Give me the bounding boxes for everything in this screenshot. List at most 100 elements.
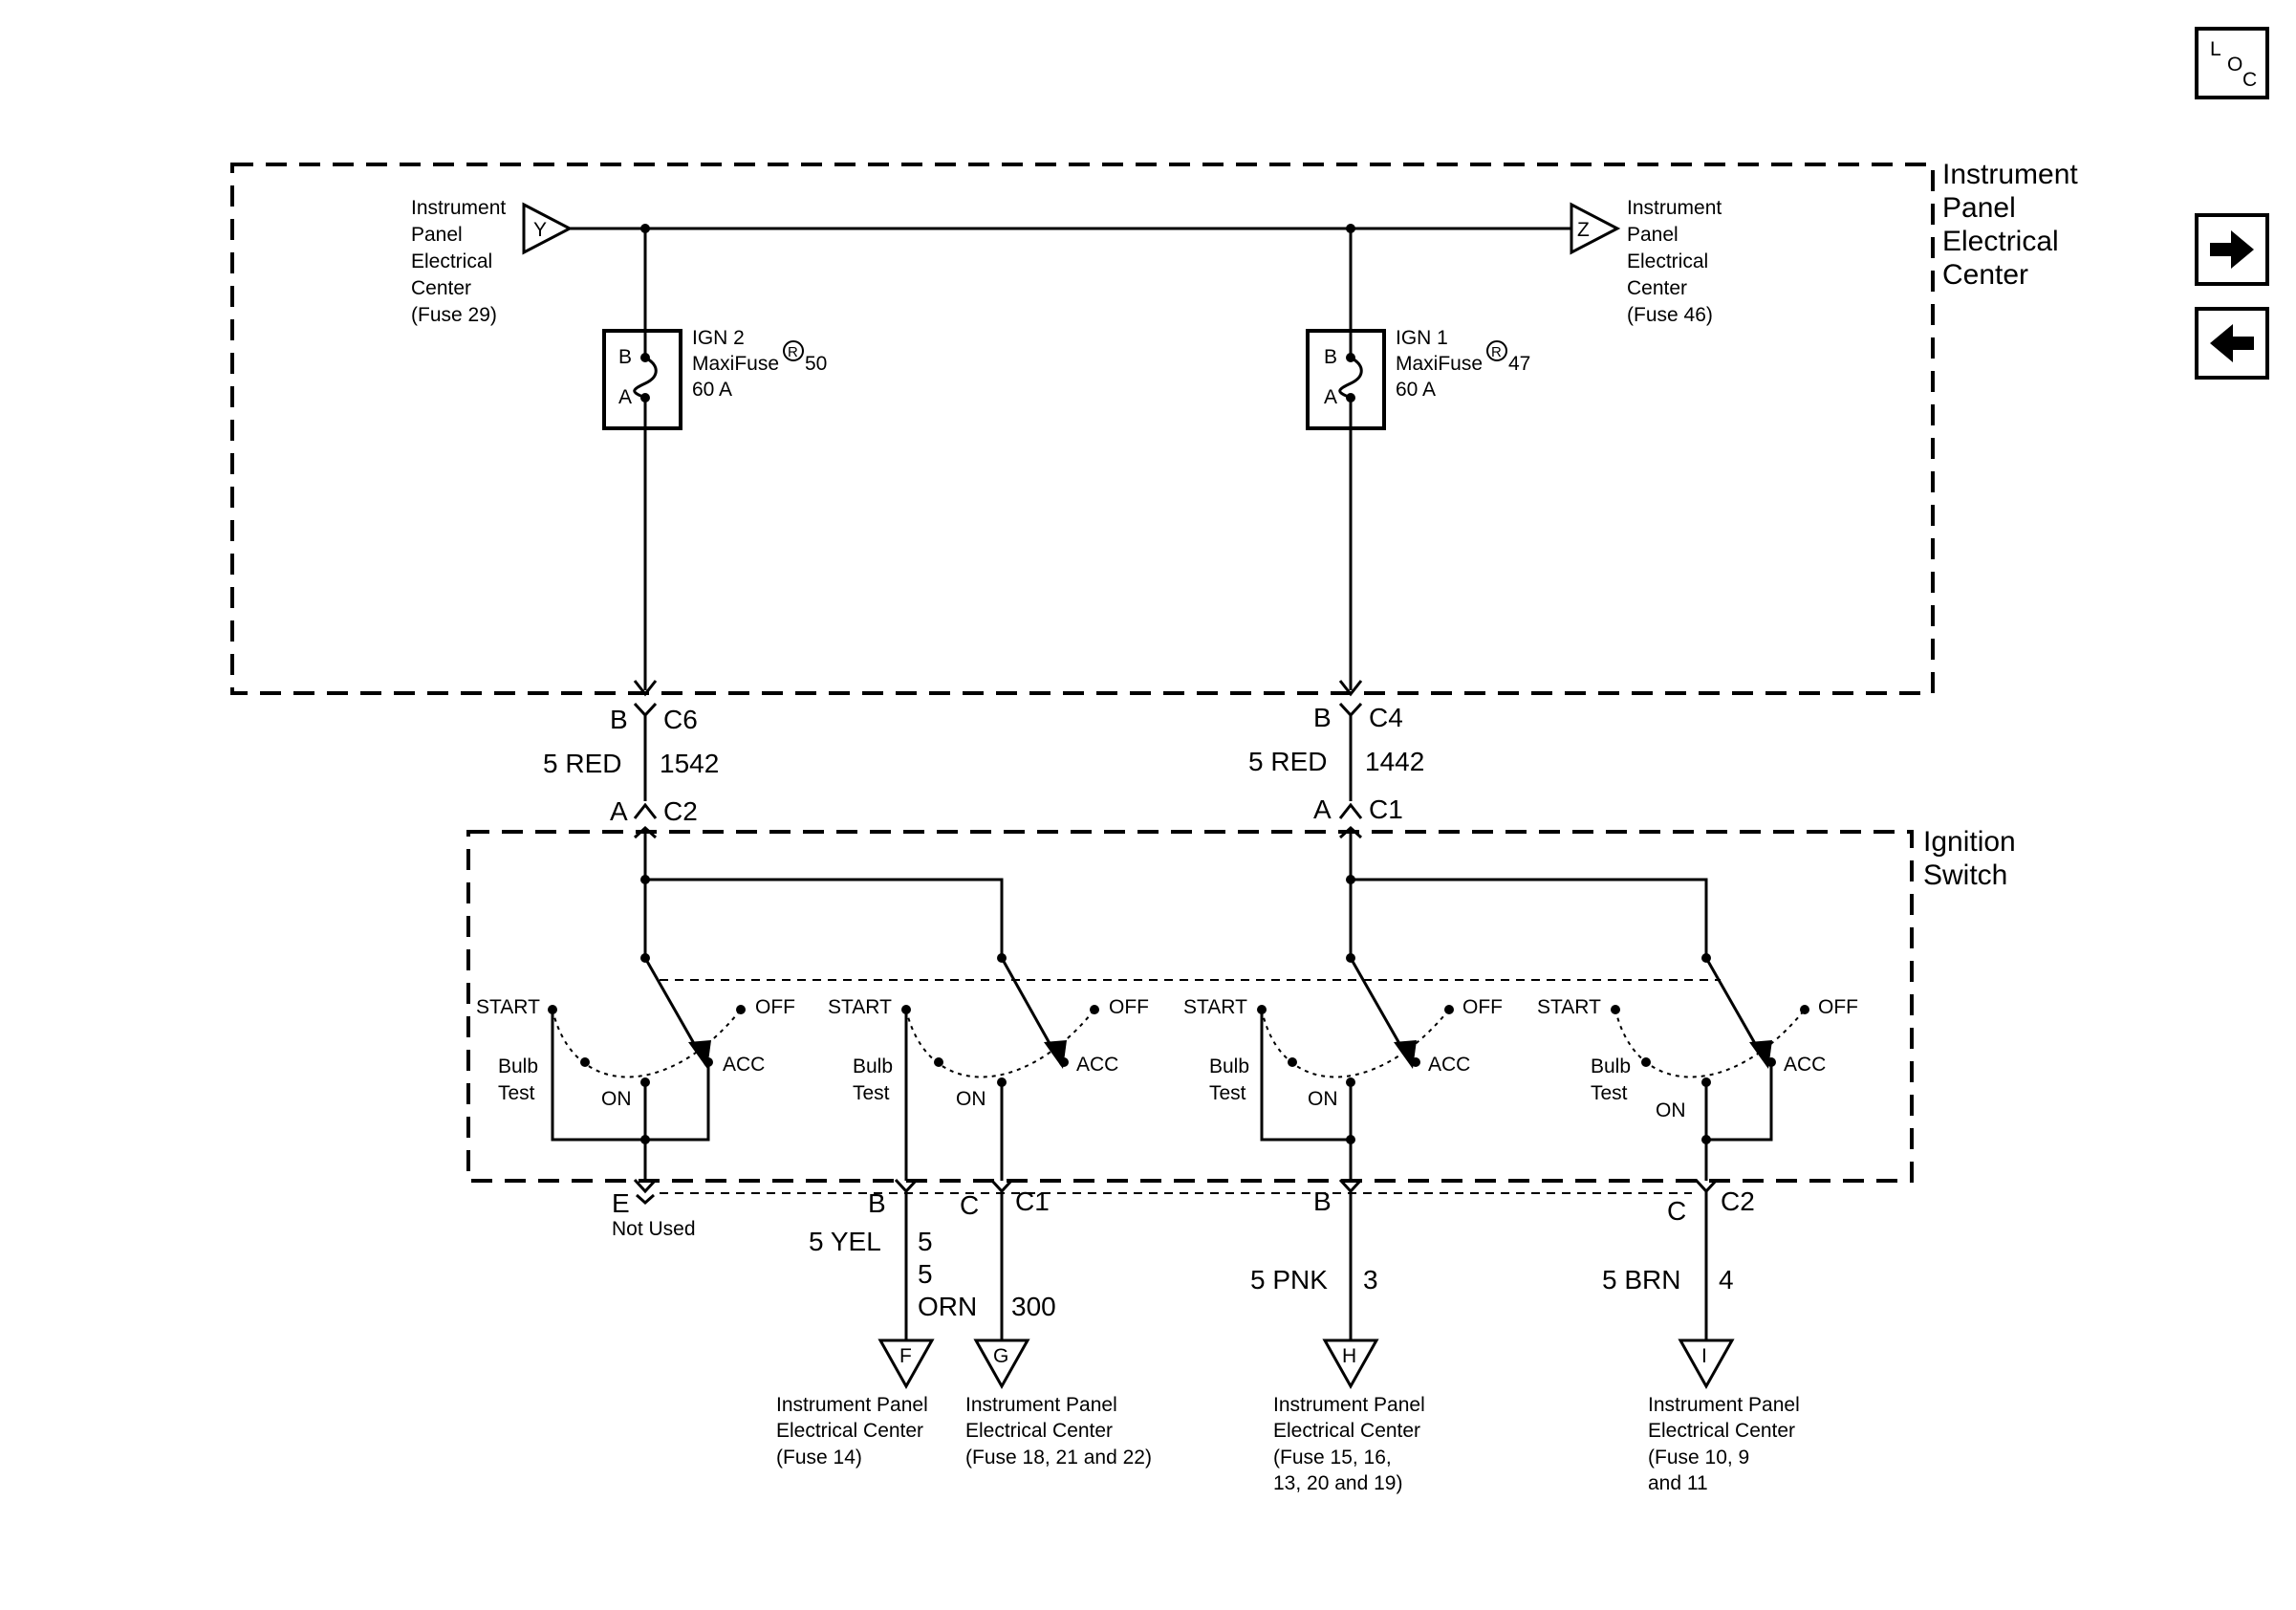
svg-text:B: B	[1313, 1186, 1332, 1216]
previous-page-button[interactable]	[2195, 307, 2269, 380]
svg-text:START: START	[828, 996, 892, 1018]
svg-text:Bulb: Bulb	[853, 1055, 893, 1077]
fuse-ign2: B A IGN 2 MaxiFuse R 50 60 A	[602, 228, 827, 430]
svg-text:ACC: ACC	[1076, 1054, 1118, 1076]
svg-text:and 11: and 11	[1648, 1472, 1708, 1494]
svg-text:ACC: ACC	[723, 1054, 765, 1076]
svg-text:60 A: 60 A	[692, 379, 732, 401]
svg-text:ON: ON	[601, 1088, 632, 1110]
svg-text:Bulb: Bulb	[1591, 1055, 1631, 1077]
svg-text:50: 50	[805, 353, 827, 375]
svg-text:Test: Test	[498, 1082, 535, 1104]
svg-text:G: G	[993, 1345, 1008, 1367]
ipec-boundary	[230, 163, 1935, 695]
svg-text:C2: C2	[1721, 1186, 1755, 1216]
svg-text:B: B	[618, 346, 632, 368]
loc-button[interactable]: L O C	[2195, 27, 2269, 99]
connector-c4-pin: B	[1313, 703, 1332, 732]
svg-text:Switch: Switch	[1923, 859, 2007, 891]
harness-right: B C4 5 RED 1442 A C1	[1248, 680, 1424, 889]
svg-text:OFF: OFF	[1109, 996, 1149, 1018]
source-y-letter: Y	[533, 219, 547, 241]
svg-text:Electrical Center: Electrical Center	[776, 1420, 923, 1442]
source-z: Z Instrument Panel Electrical Center (Fu…	[1570, 197, 1722, 326]
svg-text:C: C	[1667, 1196, 1686, 1226]
svg-text:5 PNK: 5 PNK	[1250, 1265, 1328, 1295]
ignition-switch-label: Ignition Switch	[1923, 826, 2016, 891]
wire-color-left: 5 RED	[543, 749, 621, 778]
switch-section-3: START OFF ACC ON Bulb Test	[1183, 953, 1503, 1181]
output-e: E Not Used	[612, 1178, 696, 1240]
svg-text:300: 300	[1011, 1292, 1056, 1321]
svg-text:ON: ON	[956, 1088, 986, 1110]
svg-text:Electrical Center: Electrical Center	[1648, 1420, 1795, 1442]
next-page-button[interactable]	[2195, 213, 2269, 286]
svg-text:(Fuse 10, 9: (Fuse 10, 9	[1648, 1447, 1749, 1469]
svg-text:Panel: Panel	[411, 224, 463, 246]
svg-text:Bulb: Bulb	[498, 1055, 538, 1077]
svg-text:ACC: ACC	[1428, 1054, 1470, 1076]
circuit-1542: 1542	[660, 749, 719, 778]
svg-text:MaxiFuse: MaxiFuse	[692, 353, 779, 375]
connector-c2: C2	[663, 796, 698, 826]
svg-text:Electrical: Electrical	[1627, 250, 1708, 272]
svg-text:ORN: ORN	[918, 1292, 977, 1321]
svg-text:E: E	[612, 1188, 630, 1218]
svg-text:5: 5	[918, 1259, 933, 1289]
svg-text:OFF: OFF	[755, 996, 795, 1018]
svg-text:Ignition: Ignition	[1923, 826, 2016, 858]
svg-text:ACC: ACC	[1784, 1054, 1826, 1076]
switch-section-4: START OFF ACC ON Bulb Test	[1537, 953, 1858, 1181]
destination-f: F Instrument Panel Electrical Center (Fu…	[776, 1338, 935, 1469]
loc-letter-o: O	[2227, 54, 2242, 76]
svg-text:Not Used: Not Used	[612, 1218, 696, 1240]
output-b-yel: B 5 YEL 5	[809, 1178, 933, 1340]
svg-text:OFF: OFF	[1818, 996, 1858, 1018]
svg-text:R: R	[1491, 344, 1502, 360]
svg-text:47: 47	[1508, 353, 1530, 375]
svg-text:START: START	[1537, 996, 1601, 1018]
svg-text:(Fuse 14): (Fuse 14)	[776, 1447, 862, 1469]
svg-text:13, 20 and 19): 13, 20 and 19)	[1273, 1472, 1402, 1494]
loc-letter-l: L	[2210, 38, 2221, 60]
svg-text:Test: Test	[1209, 1082, 1246, 1104]
connector-c6-pin: B	[610, 705, 628, 734]
connector-c4: C4	[1369, 703, 1403, 732]
wire-color-right: 5 RED	[1248, 747, 1327, 776]
svg-text:Center: Center	[411, 277, 471, 299]
svg-text:(Fuse 46): (Fuse 46)	[1627, 304, 1713, 326]
svg-text:Electrical Center: Electrical Center	[965, 1420, 1113, 1442]
fuse-ign1: B A IGN 1 MaxiFuse R 47 60 A	[1306, 228, 1530, 430]
svg-text:C: C	[960, 1190, 979, 1220]
svg-text:Instrument: Instrument	[1627, 197, 1722, 219]
svg-text:Center: Center	[1942, 259, 2028, 291]
svg-text:ON: ON	[1656, 1099, 1686, 1121]
right-arrow-icon	[2210, 230, 2254, 269]
svg-text:3: 3	[1363, 1265, 1378, 1295]
ipec-label: Instrument Panel Electrical Center	[1942, 159, 2078, 291]
svg-text:H: H	[1342, 1345, 1356, 1367]
connector-c1: C1	[1369, 794, 1403, 824]
svg-text:Test: Test	[1591, 1082, 1628, 1104]
svg-text:4: 4	[1719, 1265, 1734, 1295]
output-c2-brn: C C2 5 BRN 4	[1602, 1178, 1755, 1340]
connector-c2-pin: A	[610, 796, 628, 826]
svg-text:B: B	[1324, 346, 1337, 368]
svg-text:Instrument: Instrument	[411, 197, 506, 219]
ignition-switch-boundary	[466, 830, 1914, 1183]
svg-text:(Fuse 18, 21 and 22): (Fuse 18, 21 and 22)	[965, 1447, 1152, 1469]
svg-text:(Fuse 15, 16,: (Fuse 15, 16,	[1273, 1447, 1392, 1469]
svg-text:Instrument Panel: Instrument Panel	[1273, 1394, 1425, 1416]
destination-g: G Instrument Panel Electrical Center (Fu…	[965, 1338, 1152, 1469]
svg-text:Instrument: Instrument	[1942, 159, 2078, 190]
circuit-1442: 1442	[1365, 747, 1424, 776]
destination-i: I Instrument Panel Electrical Center (Fu…	[1648, 1338, 1800, 1494]
source-y: Y Instrument Panel Electrical Center (Fu…	[411, 197, 574, 326]
svg-text:I: I	[1701, 1345, 1707, 1367]
switch-section-1: START OFF ACC ON Bulb Test	[476, 953, 795, 1181]
svg-text:Electrical Center: Electrical Center	[1273, 1420, 1420, 1442]
loc-letter-c: C	[2242, 69, 2257, 91]
output-c1-orn: C C1 5 ORN 300	[918, 1178, 1056, 1340]
svg-text:IGN 2: IGN 2	[692, 327, 745, 349]
